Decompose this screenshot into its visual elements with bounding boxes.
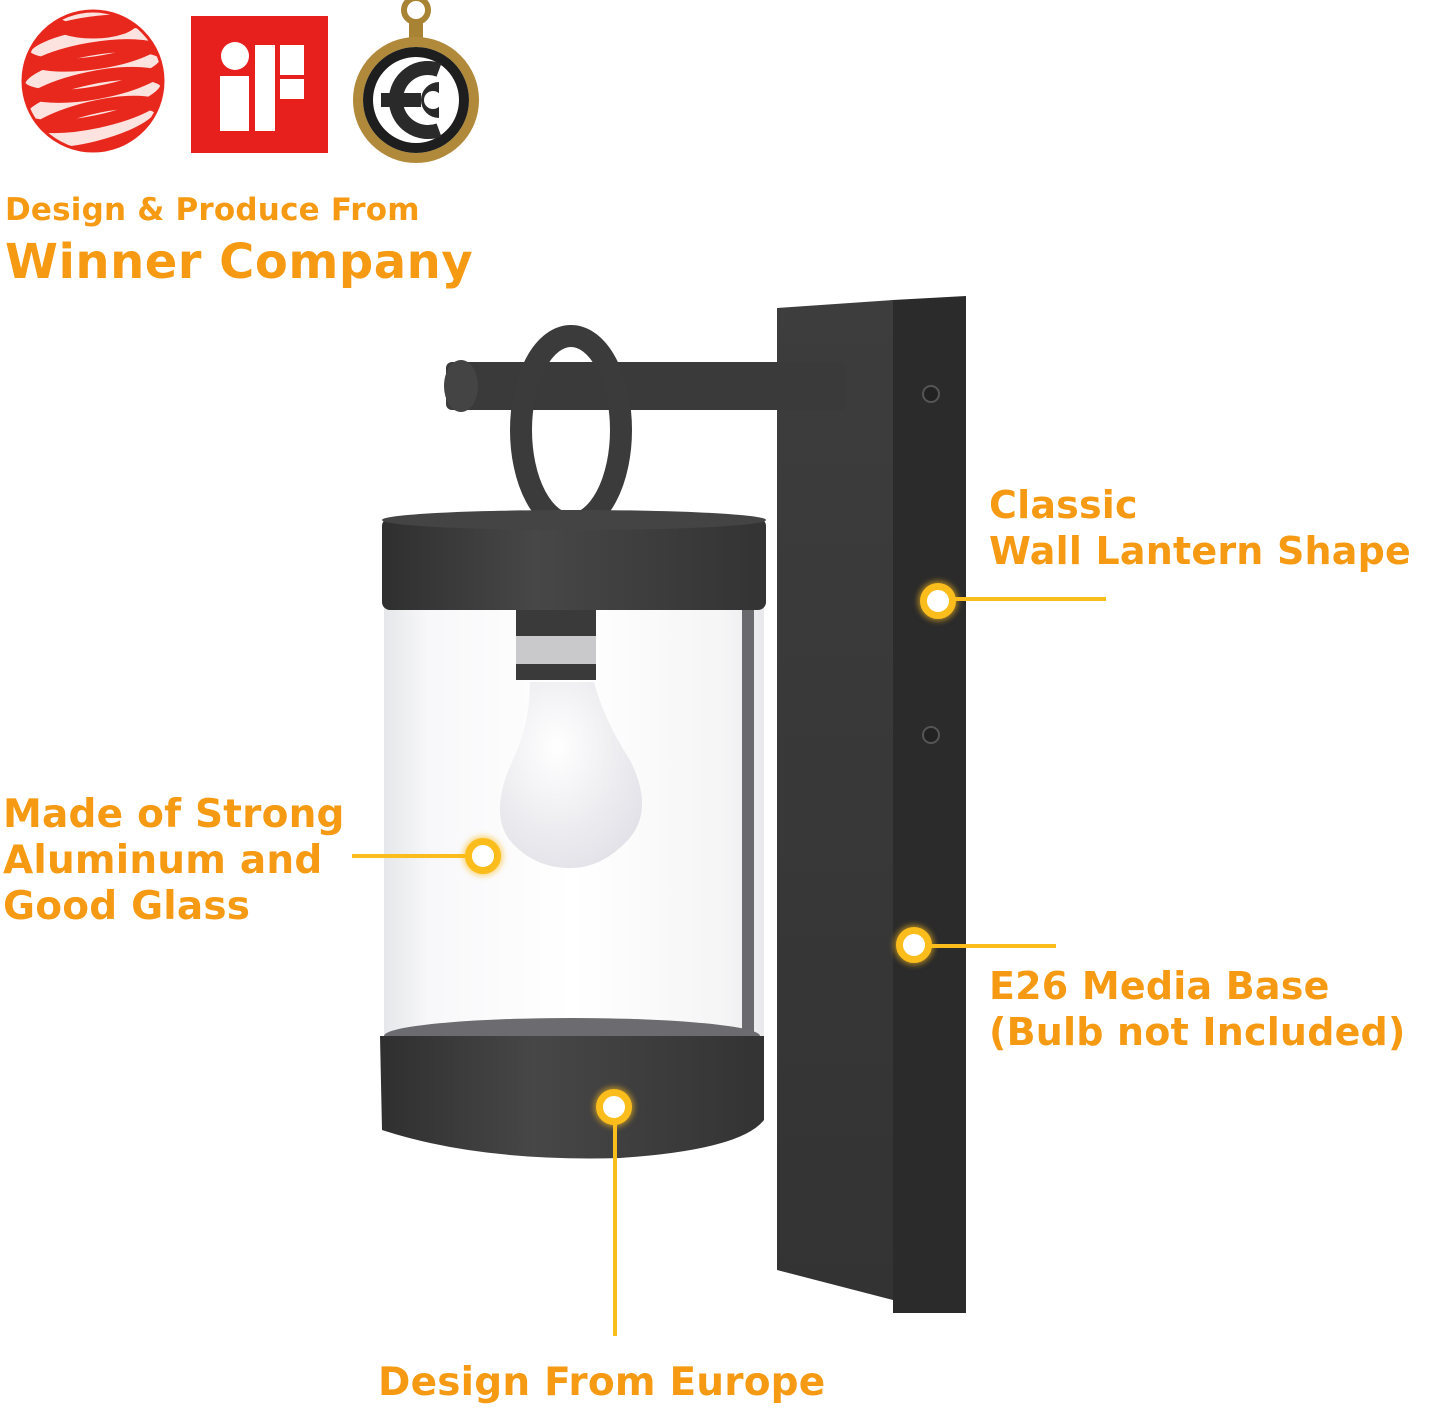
if-award-icon — [191, 16, 328, 153]
callout-material-line — [352, 854, 472, 858]
callout-base-line-2: (Bulb not Included) — [989, 1010, 1406, 1054]
callout-base-line — [930, 944, 1056, 948]
callout-material-line-3: Good Glass — [3, 884, 251, 929]
callout-classic-line-1: Classic — [989, 483, 1138, 527]
callout-classic-line-2: Wall Lantern Shape — [989, 529, 1411, 573]
headline-line-1: Design & Produce From — [5, 192, 420, 228]
callout-origin-line — [613, 1118, 617, 1336]
callout-material-line-1: Made of Strong — [3, 792, 345, 837]
german-design-award-icon — [351, 0, 481, 168]
red-dot-award-icon — [20, 8, 166, 154]
headline-line-2: Winner Company — [5, 234, 474, 290]
callout-origin-text: Design From Europe — [378, 1360, 826, 1405]
callout-base-dot — [896, 927, 932, 963]
callout-base-line-1: E26 Media Base — [989, 964, 1330, 1008]
callout-material-line-2: Aluminum and — [3, 838, 323, 883]
callout-material-dot — [465, 838, 501, 874]
award-logos — [18, 0, 488, 170]
callout-classic-dot — [920, 583, 956, 619]
callout-classic-line — [952, 597, 1106, 601]
